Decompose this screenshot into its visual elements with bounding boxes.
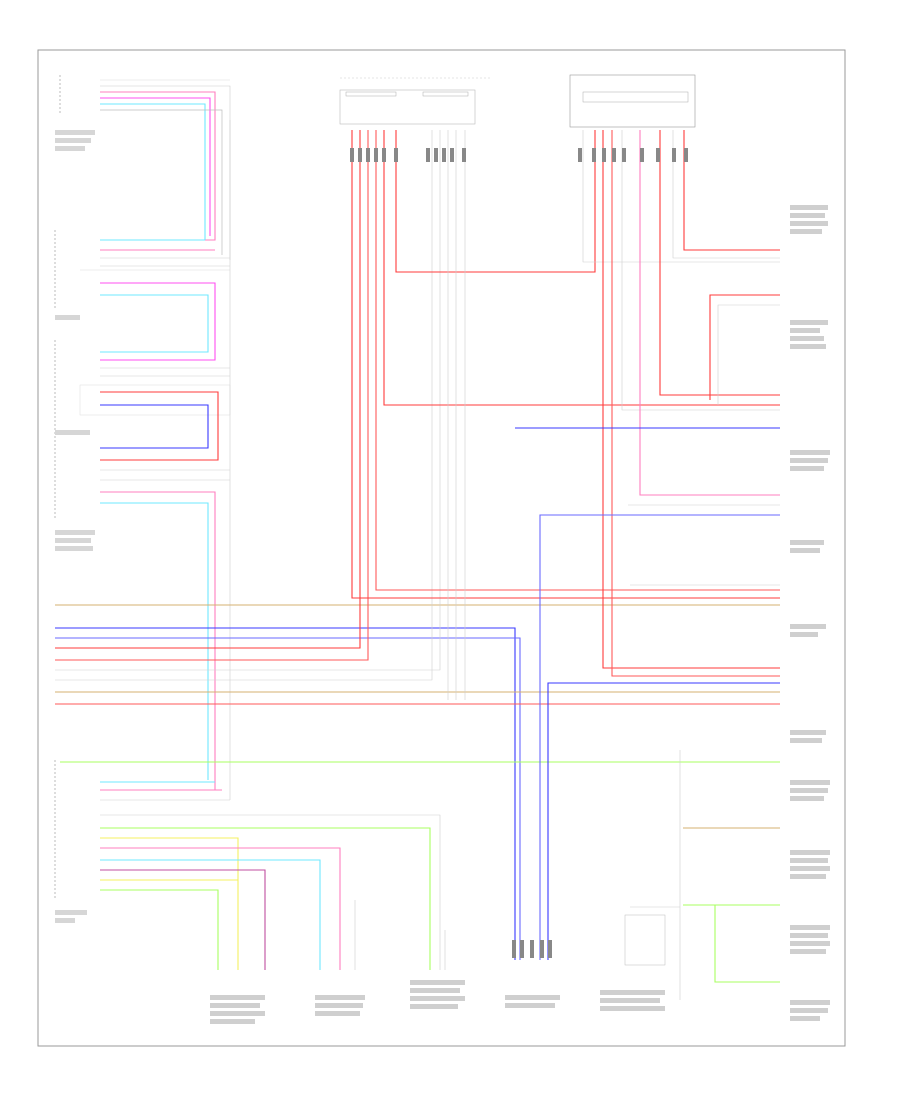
wire-cyan-5 xyxy=(100,859,321,970)
wire-magenta-1 xyxy=(100,97,211,236)
wires xyxy=(55,85,780,1000)
wire-pink-1 xyxy=(100,91,216,241)
wire-red-12 xyxy=(683,130,780,251)
wire-red-10 xyxy=(611,130,780,677)
wire-red-11 xyxy=(659,130,780,396)
wire-blue-1 xyxy=(100,404,209,449)
left-labels xyxy=(55,130,95,923)
wire-pink-4 xyxy=(100,847,341,970)
wire-red-6 xyxy=(375,130,780,591)
wire-pink-5 xyxy=(639,130,780,496)
wire-gray-1 xyxy=(100,109,223,255)
wire-pink-3 xyxy=(100,491,216,790)
connector-stubs xyxy=(350,148,688,958)
wire-cyan-4 xyxy=(100,502,209,780)
wire-red-5 xyxy=(351,130,780,599)
left-module-mid xyxy=(54,230,230,310)
wire-lgreen-3 xyxy=(100,889,219,970)
wire-lgreen-2 xyxy=(100,827,431,970)
wire-yellow-1 xyxy=(100,837,239,970)
wire-red-2 xyxy=(55,130,361,649)
wire-red-7 xyxy=(383,130,780,406)
wire-cyan-3 xyxy=(100,294,209,353)
bottom-modules xyxy=(210,914,666,1024)
wire-cyan-1 xyxy=(100,103,206,240)
wire-blue-2 xyxy=(55,627,516,960)
wire-red-3 xyxy=(55,130,369,661)
wire-purple-1 xyxy=(100,869,266,970)
top-right-connector xyxy=(569,74,696,128)
wire-magenta-2 xyxy=(100,282,216,361)
wire-red-8 xyxy=(395,130,596,273)
wire-red-9 xyxy=(602,130,780,669)
wire-blue-5 xyxy=(539,514,780,960)
wire-lgreen-5 xyxy=(714,905,780,983)
wire-red-13 xyxy=(709,294,780,400)
right-modules xyxy=(790,205,830,1021)
wire-blue-3 xyxy=(55,637,521,960)
wire-red-1 xyxy=(100,391,219,461)
diagram-frame xyxy=(37,49,846,1047)
wire-blue-6 xyxy=(547,682,780,960)
top-center-connector xyxy=(339,77,490,125)
left-module-top xyxy=(59,75,230,115)
